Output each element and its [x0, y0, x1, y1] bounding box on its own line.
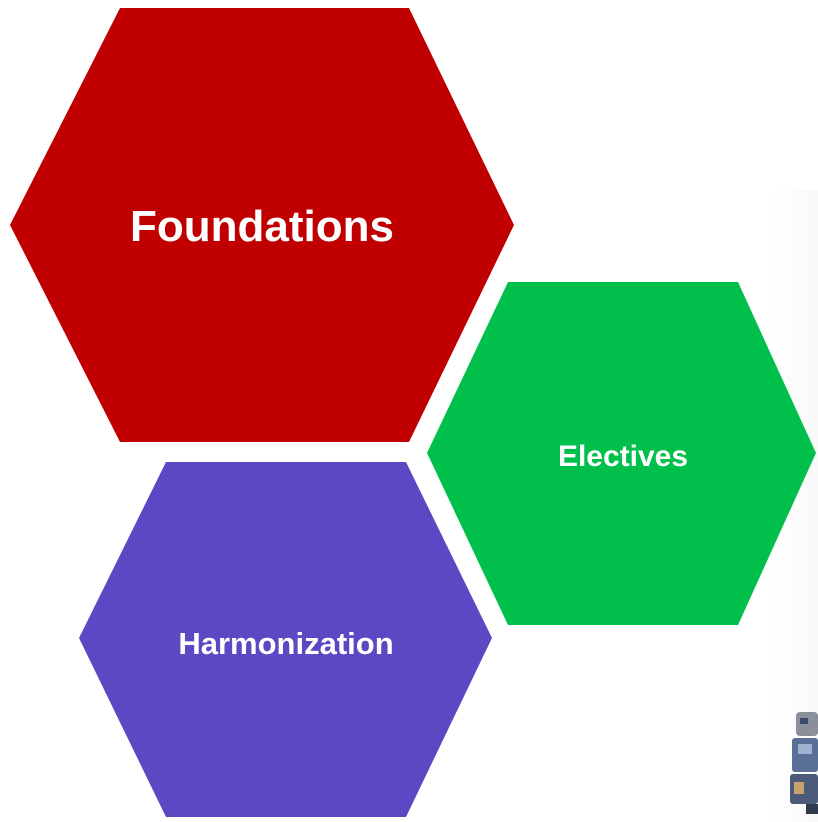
electives-label: Electives	[558, 440, 688, 473]
harmonization-hexagon: Harmonization	[79, 462, 492, 817]
electives-hexagon: Electives	[427, 282, 816, 625]
harmonization-hexagon-shape	[79, 462, 492, 817]
electives-hexagon-shape	[427, 282, 816, 625]
foundations-hexagon: Foundations	[10, 8, 514, 442]
harmonization-label: Harmonization	[178, 626, 393, 661]
foundations-label: Foundations	[130, 202, 394, 251]
foundations-hexagon-shape	[10, 8, 514, 442]
robot-figure-partial	[790, 712, 818, 814]
